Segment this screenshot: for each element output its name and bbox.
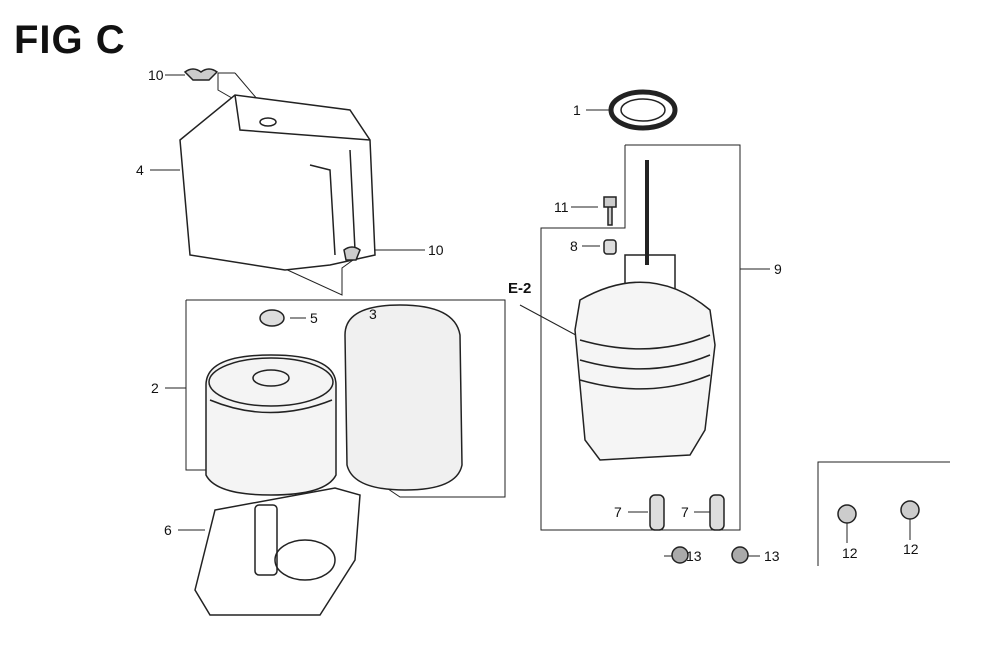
nut-13-right <box>731 546 749 564</box>
callout-13: 13 <box>764 548 780 564</box>
filter-element <box>205 354 337 496</box>
callout-11: 11 <box>554 199 569 215</box>
air-cleaner-cover <box>179 94 376 271</box>
wing-nut-top <box>183 68 219 81</box>
callout-9: 9 <box>774 261 782 277</box>
callout-3: 3 <box>369 306 377 322</box>
reference-e2: E-2 <box>508 280 532 297</box>
callout-7: 7 <box>614 504 622 520</box>
pre-filter <box>344 304 463 491</box>
bolt <box>603 196 617 226</box>
callout-1: 1 <box>573 102 581 118</box>
callout-8: 8 <box>570 238 578 254</box>
callout-13: 13 <box>686 548 702 564</box>
callout-12: 12 <box>903 541 919 557</box>
callout-2: 2 <box>151 380 159 396</box>
nut-12-right <box>900 500 920 520</box>
stud-left <box>649 494 665 531</box>
stud-right <box>709 494 725 531</box>
wing-nut-lower <box>343 246 361 261</box>
callout-6: 6 <box>164 522 172 538</box>
figure-title: FIG C <box>14 18 126 62</box>
callout-10: 10 <box>428 242 444 258</box>
nut-13-left <box>671 546 689 564</box>
callout-12: 12 <box>842 545 858 561</box>
callout-7: 7 <box>681 504 689 520</box>
callout-10: 10 <box>148 67 164 83</box>
air-cleaner-base <box>194 487 361 616</box>
callout-4: 4 <box>136 162 144 178</box>
gasket <box>608 89 678 131</box>
nut-5 <box>259 309 285 327</box>
nut-12-left <box>837 504 857 524</box>
callout-5: 5 <box>310 310 318 326</box>
collar <box>603 239 617 255</box>
air-cleaner-elbow <box>574 160 716 461</box>
